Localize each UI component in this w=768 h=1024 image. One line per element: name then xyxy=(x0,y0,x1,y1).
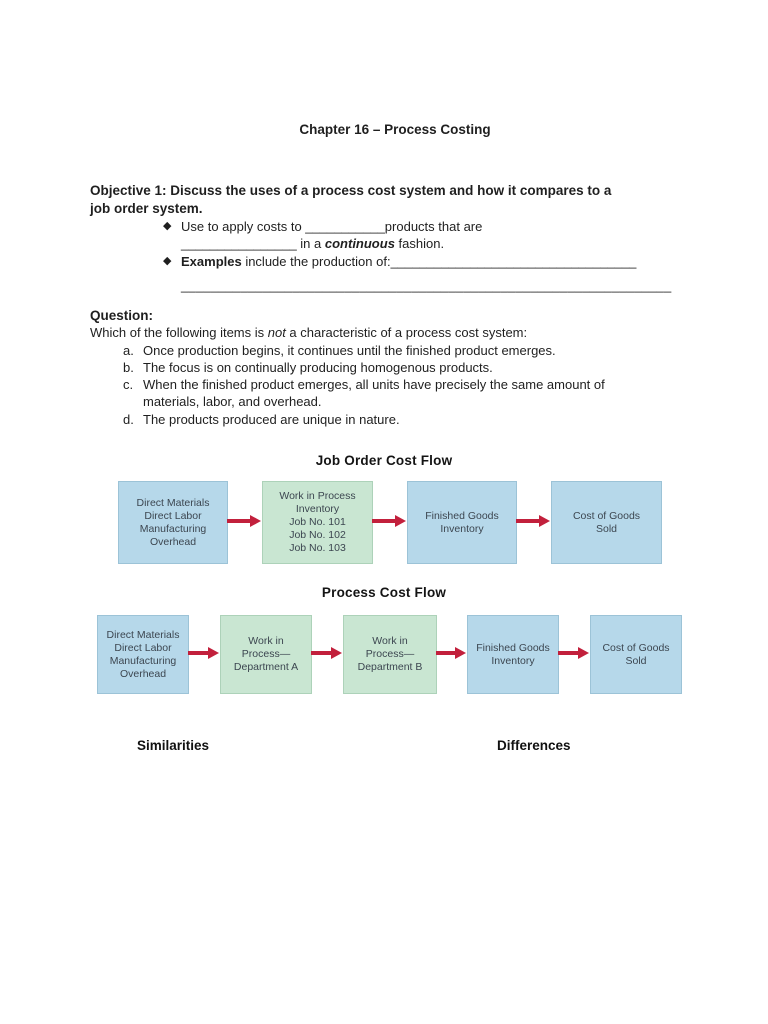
bullet-2-line-1: Examples include the production of:_____… xyxy=(181,253,683,270)
bullet-indent-spacer xyxy=(163,235,181,252)
flow-arrow-icon xyxy=(227,515,261,527)
option-b: b. The focus is on continually producing… xyxy=(123,359,702,376)
flow-arrow-icon xyxy=(436,647,466,659)
box-label: Direct Materials Direct Labor Manufactur… xyxy=(136,496,210,548)
option-a-text: Once production begins, it continues unt… xyxy=(143,342,556,358)
box-materials-labor-overhead: Direct Materials Direct Labor Manufactur… xyxy=(118,481,228,564)
option-d-text: The products produced are unique in natu… xyxy=(143,411,400,427)
box-cost-of-goods-sold: Cost of Goods Sold xyxy=(590,615,682,694)
option-b-text: The focus is on continually producing ho… xyxy=(143,359,493,375)
arrow-shaft xyxy=(436,651,455,655)
box-cost-of-goods-sold: Cost of Goods Sold xyxy=(551,481,662,564)
arrow-head xyxy=(578,647,589,659)
blank-line: ________________ in a xyxy=(181,236,325,252)
arrow-shaft xyxy=(372,519,395,523)
arrow-head xyxy=(250,515,261,527)
box-label: Finished Goods Inventory xyxy=(425,509,499,535)
examples-emphasis: Examples xyxy=(181,253,242,269)
box-label: Work in Process Inventory Job No. 101 Jo… xyxy=(279,490,356,554)
arrow-head xyxy=(539,515,550,527)
box-label: Work in Process— Department A xyxy=(233,635,299,673)
box-wip-inventory-jobs: Work in Process Inventory Job No. 101 Jo… xyxy=(262,481,373,564)
box-finished-goods-inventory: Finished Goods Inventory xyxy=(407,481,517,564)
flow-arrow-icon xyxy=(188,647,219,659)
arrow-head xyxy=(208,647,219,659)
objective-bullet-list: ◆ Use to apply costs to ___________produ… xyxy=(163,218,683,294)
objective-line-2: job order system. xyxy=(90,200,203,216)
diamond-bullet-icon: ◆ xyxy=(163,220,172,232)
question-heading: Question: xyxy=(90,308,153,323)
bullet-2-rest: include the production of:______________… xyxy=(241,253,637,269)
box-label: Direct Materials Direct Labor Manufactur… xyxy=(106,628,180,680)
blank-continuation-line: ________________________________________… xyxy=(181,277,672,293)
option-a: a. Once production begins, it continues … xyxy=(123,342,702,359)
similarities-label: Similarities xyxy=(137,738,210,753)
job-order-cost-flow-title: Job Order Cost Flow xyxy=(315,453,453,468)
bullet-1-line-2: ________________ in a continuous fashion… xyxy=(181,235,683,252)
chapter-title: Chapter 16 – Process Costing xyxy=(299,122,491,137)
process-cost-flow-title: Process Cost Flow xyxy=(321,585,447,600)
diamond-bullet-icon: ◆ xyxy=(163,254,172,267)
flow-arrow-icon xyxy=(516,515,550,527)
option-b-letter: b. xyxy=(123,359,134,375)
flow-arrow-icon xyxy=(372,515,406,527)
arrow-shaft xyxy=(227,519,250,523)
arrow-shaft xyxy=(516,519,539,523)
arrow-shaft xyxy=(311,651,331,655)
option-c-letter: c. xyxy=(123,377,134,393)
arrow-head xyxy=(455,647,466,659)
continuous-emphasis: continuous xyxy=(324,236,395,252)
differences-label: Differences xyxy=(497,738,571,753)
question-section: Question: Which of the following items i… xyxy=(90,307,702,428)
arrow-head xyxy=(395,515,406,527)
option-d-letter: d. xyxy=(123,411,134,427)
box-wip-department-a: Work in Process— Department A xyxy=(220,615,312,694)
box-label: Cost of Goods Sold xyxy=(602,641,670,667)
not-emphasis: not xyxy=(267,325,286,341)
option-c: c. When the finished product emerges, al… xyxy=(123,376,702,411)
option-c-text: When the finished product emerges, all u… xyxy=(143,377,605,410)
bullet-1-line-2-end: fashion. xyxy=(394,236,445,252)
arrow-shaft xyxy=(188,651,208,655)
bullet-item-1-continued: ________________ in a continuous fashion… xyxy=(163,235,683,252)
bullet-item-1: ◆ Use to apply costs to ___________produ… xyxy=(163,218,683,235)
option-d: d. The products produced are unique in n… xyxy=(123,411,702,428)
arrow-shaft xyxy=(558,651,578,655)
box-label: Work in Process— Department B xyxy=(357,635,423,673)
box-wip-department-b: Work in Process— Department B xyxy=(343,615,437,694)
bullet-item-2: ◆ Examples include the production of:___… xyxy=(163,253,683,270)
stem-start: Which of the following items is xyxy=(90,325,268,341)
objective-heading: Objective 1: Discuss the uses of a proce… xyxy=(90,182,690,217)
objective-line-1: Objective 1: Discuss the uses of a proce… xyxy=(90,183,612,198)
box-finished-goods-inventory: Finished Goods Inventory xyxy=(467,615,559,694)
flow-arrow-icon xyxy=(311,647,342,659)
box-materials-labor-overhead: Direct Materials Direct Labor Manufactur… xyxy=(97,615,189,694)
flow-arrow-icon xyxy=(558,647,589,659)
option-a-letter: a. xyxy=(123,342,134,358)
arrow-head xyxy=(331,647,342,659)
box-label: Cost of Goods Sold xyxy=(572,509,641,535)
question-stem: Which of the following items is not a ch… xyxy=(90,324,702,341)
bullet-1-line-1: Use to apply costs to ___________product… xyxy=(181,219,483,234)
stem-end: a characteristic of a process cost syste… xyxy=(285,325,528,341)
box-label: Finished Goods Inventory xyxy=(476,641,550,667)
